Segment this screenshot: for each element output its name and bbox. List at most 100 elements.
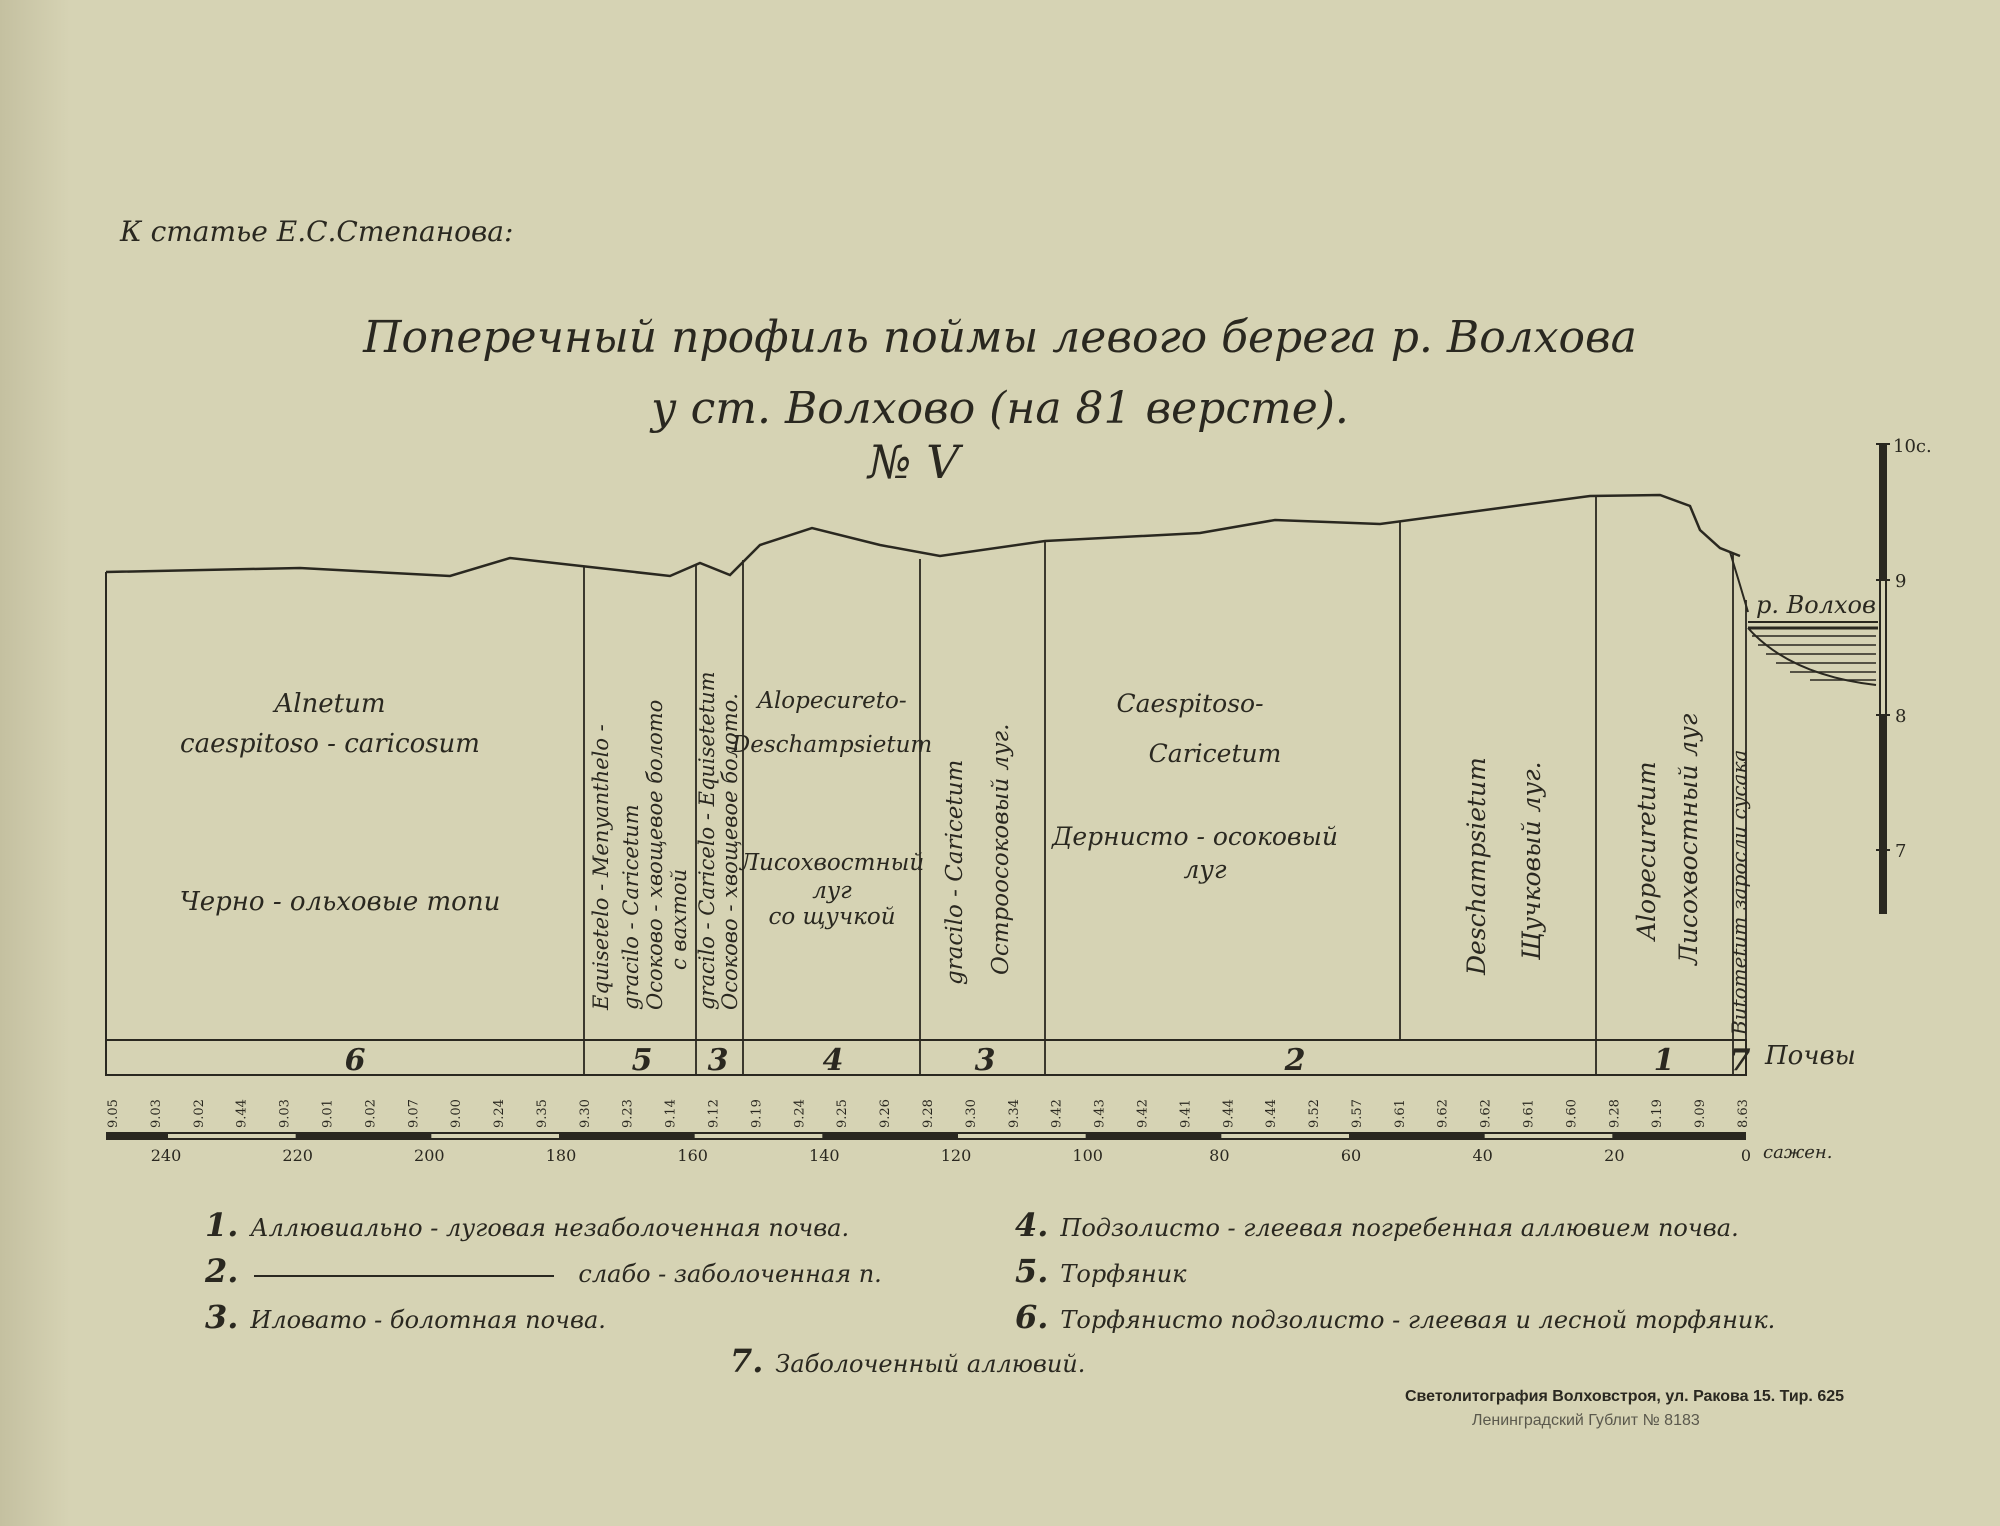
elevation-value: 9.05 bbox=[106, 1099, 121, 1128]
zone-label-deschampsietum: Deschampsietum Щучковый луг. bbox=[1462, 757, 1546, 976]
elevation-value: 9.42 bbox=[1050, 1099, 1065, 1128]
distance-tick: 60 bbox=[1341, 1146, 1361, 1165]
svg-text:Alopecureto-: Alopecureto- bbox=[755, 688, 906, 714]
soil-number: 3 bbox=[975, 1043, 996, 1078]
elevation-value: 9.26 bbox=[878, 1099, 893, 1128]
elevation-value: 9.12 bbox=[707, 1099, 722, 1128]
page-fold-shadow bbox=[0, 0, 70, 1526]
legend-item-1: 1.Аллювиально - луговая незаболоченная п… bbox=[205, 1206, 850, 1244]
elevation-value: 9.23 bbox=[621, 1099, 636, 1128]
elevation-value: 9.07 bbox=[406, 1099, 421, 1128]
zone-label-alopecuretum: Alopecuretum Лисохвостный луг bbox=[1632, 713, 1703, 967]
distance-unit-label: сажен. bbox=[1763, 1142, 1833, 1163]
height-scale: 10с. 9 8 7 bbox=[1876, 436, 1932, 914]
elevation-value: 9.03 bbox=[278, 1099, 293, 1128]
soil-number: 1 bbox=[1654, 1043, 1675, 1078]
legend-item-5: 5.Торфяник bbox=[1015, 1252, 1187, 1290]
svg-text:луг: луг bbox=[812, 878, 852, 904]
legend-item-2: 2.слабо - заболоченная п. bbox=[205, 1252, 882, 1290]
elevation-value: 9.61 bbox=[1522, 1099, 1537, 1128]
elevation-value: 9.52 bbox=[1307, 1099, 1322, 1128]
distance-scale-bar bbox=[106, 1132, 1746, 1140]
soils-label: Почвы bbox=[1764, 1041, 1856, 1071]
elevation-value: 9.14 bbox=[664, 1099, 679, 1128]
elevation-value: 9.01 bbox=[320, 1099, 335, 1128]
elevation-value: 9.35 bbox=[535, 1099, 550, 1128]
elevation-value: 9.19 bbox=[749, 1099, 764, 1128]
distance-tick: 140 bbox=[809, 1146, 840, 1165]
svg-text:Осоково - хвощевое болото.: Осоково - хвощевое болото. bbox=[718, 693, 742, 1010]
soil-number: 2 bbox=[1284, 1043, 1306, 1078]
elevation-value: 9.02 bbox=[363, 1099, 378, 1128]
elevation-value: 9.60 bbox=[1564, 1099, 1579, 1128]
soil-number-group: 6 5 3 4 3 2 1 7 bbox=[345, 1043, 1751, 1078]
distance-tick: 180 bbox=[546, 1146, 577, 1165]
legend-item-3: 3.Иловато - болотная почва. bbox=[205, 1298, 606, 1336]
svg-text:Лисохвостный: Лисохвостный bbox=[739, 850, 924, 876]
distance-tick: 160 bbox=[677, 1146, 708, 1165]
legend-item-6: 6.Торфянисто подзолисто - глеевая и лесн… bbox=[1015, 1298, 1776, 1336]
svg-text:со щучкой: со щучкой bbox=[768, 904, 895, 930]
soils-band-dividers bbox=[583, 1040, 1734, 1075]
distance-tick: 40 bbox=[1472, 1146, 1492, 1165]
svg-text:Лисохвостный луг: Лисохвостный луг bbox=[1674, 713, 1703, 967]
zone-label-equiseteto: Equisetelo - Menyanthelo - gracilo - Car… bbox=[589, 700, 691, 1011]
distance-tick: 220 bbox=[282, 1146, 313, 1165]
distance-tick: 100 bbox=[1072, 1146, 1103, 1165]
height-tick: 10с. bbox=[1893, 436, 1932, 457]
soil-number: 3 bbox=[708, 1043, 729, 1078]
svg-text:Caespitoso-: Caespitoso- bbox=[1116, 689, 1263, 718]
elevation-value: 9.43 bbox=[1093, 1099, 1108, 1128]
elevation-value: 9.62 bbox=[1436, 1099, 1451, 1128]
profile-number: № V bbox=[868, 435, 960, 489]
scale-segment bbox=[1484, 1134, 1613, 1138]
height-tick: 8 bbox=[1895, 706, 1906, 727]
elevation-value: 9.28 bbox=[921, 1099, 936, 1128]
legend-item-7: 7.Заболоченный аллювий. bbox=[730, 1342, 1086, 1380]
scale-segment bbox=[958, 1134, 1086, 1138]
soil-number: 6 bbox=[345, 1043, 366, 1078]
height-tick: 7 bbox=[1895, 841, 1906, 862]
soil-number: 4 bbox=[823, 1043, 844, 1078]
svg-text:луг: луг bbox=[1183, 855, 1226, 884]
elevation-value: 8.63 bbox=[1736, 1099, 1751, 1128]
svg-text:Дернисто - осоковый: Дернисто - осоковый bbox=[1051, 822, 1338, 851]
svg-text:Черно - ольховые топи: Черно - ольховые топи bbox=[180, 887, 501, 917]
svg-text:Alopecuretum: Alopecuretum bbox=[1632, 761, 1661, 942]
svg-text:Butometum заросли сусака: Butometum заросли сусака bbox=[1727, 750, 1751, 1036]
soils-band bbox=[105, 1039, 1747, 1076]
legend-item-4: 4.Подзолисто - глеевая погребенная аллюв… bbox=[1015, 1206, 1739, 1244]
zone-label-butometum: Butometum заросли сусака bbox=[1727, 750, 1751, 1036]
printer-imprint: Светолитография Волховстроя, ул. Ракова … bbox=[1405, 1388, 1845, 1405]
zone-boundaries bbox=[583, 496, 1747, 1040]
elevation-value: 9.30 bbox=[578, 1099, 593, 1128]
river-water-hatching bbox=[1752, 635, 1876, 681]
distance-tick: 80 bbox=[1209, 1146, 1229, 1165]
svg-text:с вахтой: с вахтой bbox=[667, 869, 691, 970]
elevation-value: 9.44 bbox=[1221, 1099, 1236, 1128]
soil-number: 5 bbox=[632, 1043, 653, 1078]
zone-label-gracilo-caricetum: gracilo - Caricetum Остроосоковый луг. bbox=[942, 724, 1014, 985]
distance-tick: 240 bbox=[151, 1146, 182, 1165]
svg-text:Щучковый луг.: Щучковый луг. bbox=[1517, 761, 1546, 961]
elevation-value: 9.09 bbox=[1693, 1099, 1708, 1128]
elevation-value: 9.57 bbox=[1350, 1099, 1365, 1128]
svg-text:Caricetum: Caricetum bbox=[1149, 739, 1282, 768]
scale-segment bbox=[1221, 1134, 1349, 1138]
page-title-line2: у ст. Волхово (на 81 версте). bbox=[651, 383, 1349, 434]
article-reference: К статье Е.С.Степанова: bbox=[120, 215, 514, 248]
elevation-value: 9.24 bbox=[492, 1099, 507, 1128]
elevation-value: 9.28 bbox=[1607, 1099, 1622, 1128]
zone-label-alnetum: Alnetum caespitoso - caricosum Черно - о… bbox=[180, 689, 501, 917]
svg-text:Deschampsietum: Deschampsietum bbox=[731, 732, 932, 758]
svg-text:Остроосоковый луг.: Остроосоковый луг. bbox=[988, 724, 1014, 975]
elevation-value: 9.34 bbox=[1007, 1099, 1022, 1128]
elevation-value: 9.62 bbox=[1479, 1099, 1494, 1128]
river-bed-line bbox=[1747, 627, 1877, 686]
elevation-value: 9.25 bbox=[835, 1099, 850, 1128]
svg-text:gracilo - Caricelo - Equisetet: gracilo - Caricelo - Equisetetum bbox=[695, 671, 719, 1010]
